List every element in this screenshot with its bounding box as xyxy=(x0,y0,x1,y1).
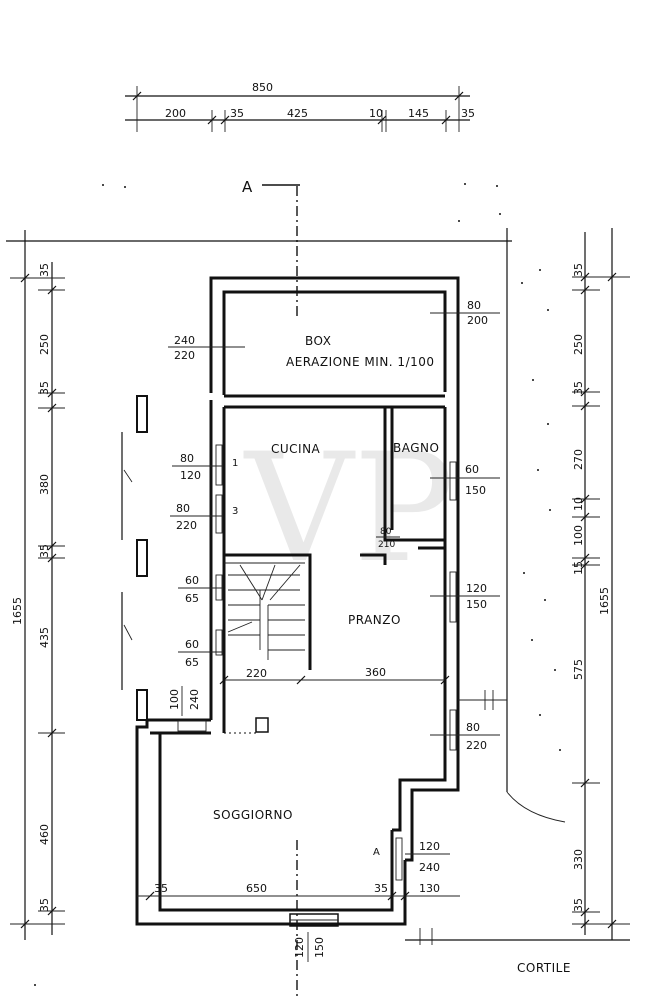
vegetation-marks xyxy=(34,183,561,986)
stair-win1-height: 65 xyxy=(185,592,199,605)
right-dim-575: 575 xyxy=(572,659,585,680)
top-dim-35a: 35 xyxy=(230,107,244,120)
dim-35a: 35 xyxy=(154,882,168,895)
dim-650: 650 xyxy=(246,882,267,895)
stair-win2-height: 65 xyxy=(185,656,199,669)
pranzo-door-width: 80 xyxy=(466,721,480,734)
room-label-bagno: BAGNO xyxy=(393,441,439,455)
mark-a: A xyxy=(373,847,380,858)
pranzo-door-height: 220 xyxy=(466,739,487,752)
watermark: VP xyxy=(243,422,454,596)
dim-130: 130 xyxy=(419,882,440,895)
right-dim-270: 270 xyxy=(572,449,585,470)
top-total-label: 850 xyxy=(252,81,273,94)
annotation-marks: 1 3 A xyxy=(232,458,380,858)
building-walls xyxy=(121,276,507,945)
room-label-box: BOX xyxy=(305,334,331,348)
bagno-win-height: 150 xyxy=(465,484,486,497)
room-label-soggiorno: SOGGIORNO xyxy=(213,808,293,822)
boundary-lines xyxy=(6,228,630,941)
left-dim-250: 250 xyxy=(38,334,51,355)
cucina-win1-width: 80 xyxy=(180,452,194,465)
left-dim-380: 380 xyxy=(38,474,51,495)
soggiorno-door-height: 240 xyxy=(419,861,440,874)
right-dim-35b: 35 xyxy=(572,381,585,395)
dim-360: 360 xyxy=(365,666,386,679)
room-label-cucina: CUCINA xyxy=(271,442,321,456)
box-door-width: 240 xyxy=(174,334,195,347)
cucina-win2-width: 80 xyxy=(176,502,190,515)
left-dimension-chain: 1655 35 250 35 380 35 435 460 35 xyxy=(10,230,65,940)
bagno-door-width: 80 xyxy=(380,527,392,537)
bottom-window-width: 120 xyxy=(293,937,306,958)
ingresso-height: 240 xyxy=(188,689,201,710)
section-label-a: A xyxy=(242,178,253,196)
ingresso-width: 100 xyxy=(168,689,181,710)
top-dim-145: 145 xyxy=(408,107,429,120)
right-dimension-chain: 1655 35 250 35 270 10 100 15 575 330 35 xyxy=(572,228,630,940)
right-dim-10: 10 xyxy=(572,497,585,511)
left-dim-435: 435 xyxy=(38,627,51,648)
room-note-aerazione: AERAZIONE MIN. 1/100 xyxy=(286,355,435,369)
top-dim-10: 10 xyxy=(369,107,383,120)
dim-220: 220 xyxy=(246,667,267,680)
opening-dimensions: 240 220 80 200 80 120 80 220 60 150 80 2… xyxy=(168,299,500,962)
right-dim-100: 100 xyxy=(572,525,585,546)
interior-dimensions: 220 360 35 650 35 130 xyxy=(137,666,460,901)
left-dim-35c: 35 xyxy=(38,544,51,558)
box-door-height: 220 xyxy=(174,349,195,362)
right-dim-250: 250 xyxy=(572,334,585,355)
bagno-door-height: 210 xyxy=(378,540,395,550)
pranzo-win-height: 150 xyxy=(466,598,487,611)
right-dim-35a: 35 xyxy=(572,263,585,277)
stair-win1-width: 60 xyxy=(185,574,199,587)
bagno-win-width: 60 xyxy=(465,463,479,476)
pranzo-win-width: 120 xyxy=(466,582,487,595)
mark-3: 3 xyxy=(232,506,238,517)
top-dim-200: 200 xyxy=(165,107,186,120)
top-dim-425: 425 xyxy=(287,107,308,120)
right-total-label: 1655 xyxy=(598,587,611,615)
left-dim-35d: 35 xyxy=(38,898,51,912)
cucina-win2-height: 220 xyxy=(176,519,197,532)
dim-35b: 35 xyxy=(374,882,388,895)
top-dimension-chain: 850 200 35 425 10 145 35 xyxy=(125,81,475,132)
right-dim-35b2: 35 xyxy=(572,898,585,912)
soggiorno-door-width: 120 xyxy=(419,840,440,853)
left-dim-460: 460 xyxy=(38,824,51,845)
room-label-cortile: CORTILE xyxy=(517,961,571,975)
mark-1: 1 xyxy=(232,458,238,469)
stair-win2-width: 60 xyxy=(185,638,199,651)
right-dim-15: 15 xyxy=(572,561,585,575)
staircase xyxy=(227,564,305,660)
cucina-win1-height: 120 xyxy=(180,469,201,482)
box-window-width: 80 xyxy=(467,299,481,312)
left-dim-35b: 35 xyxy=(38,381,51,395)
box-window-height: 200 xyxy=(467,314,488,327)
left-wall-windows xyxy=(123,444,457,881)
right-dim-330: 330 xyxy=(572,849,585,870)
room-label-pranzo: PRANZO xyxy=(348,613,401,627)
top-dim-35b: 35 xyxy=(461,107,475,120)
left-dim-35a: 35 xyxy=(38,263,51,277)
left-total-label: 1655 xyxy=(11,597,24,625)
bottom-window-height: 150 xyxy=(313,937,326,958)
